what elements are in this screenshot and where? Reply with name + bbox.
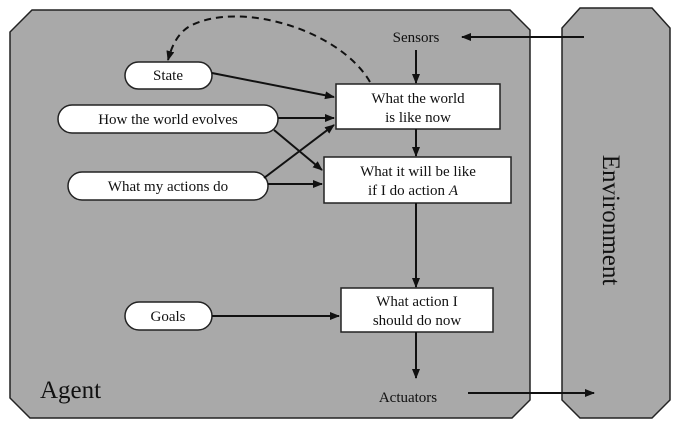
svg-text:What the world: What the world	[371, 91, 465, 107]
svg-text:State: State	[153, 68, 183, 84]
svg-text:What my actions do: What my actions do	[108, 179, 228, 195]
svg-text:if I do action A: if I do action A	[368, 183, 459, 199]
agent-panel	[9, 9, 531, 419]
actions-do-node: What my actions do	[67, 171, 269, 201]
svg-text:What it will be like: What it will be like	[360, 164, 476, 180]
arrow-actions-to-world	[263, 124, 335, 179]
environment-label: Environment	[597, 155, 624, 286]
goals-node: Goals	[124, 301, 213, 331]
svg-text:What action I: What action I	[376, 294, 458, 310]
will-be-box: What it will be like if I do action A	[323, 156, 512, 204]
arrows	[166, 15, 595, 397]
svg-text:should do now: should do now	[373, 313, 462, 329]
state-node: State	[124, 61, 213, 90]
svg-text:is like now: is like now	[385, 110, 451, 126]
arrow-evolves-to-willbe	[273, 129, 323, 171]
arrow-dashed-world-to-state	[166, 15, 371, 83]
arrow-state-to-world	[211, 72, 335, 100]
world-now-box: What the world is like now	[335, 83, 501, 130]
agent-label: Agent	[40, 377, 101, 404]
actuators-label: Actuators	[379, 390, 437, 406]
svg-text:Goals: Goals	[151, 309, 186, 325]
svg-text:How the world evolves: How the world evolves	[98, 112, 238, 128]
sensors-label: Sensors	[393, 30, 440, 46]
action-now-box: What action I should do now	[340, 287, 494, 333]
environment-panel	[561, 7, 671, 419]
world-evolves-node: How the world evolves	[57, 104, 279, 134]
